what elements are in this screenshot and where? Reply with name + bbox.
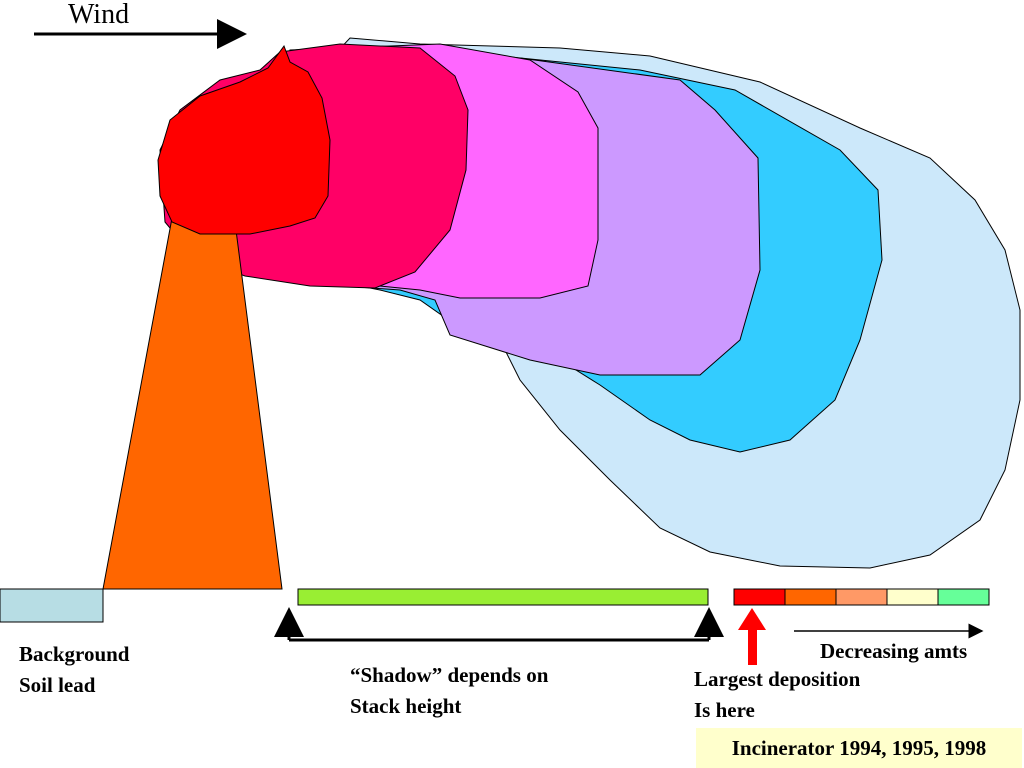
wind-label: Wind: [68, 0, 130, 30]
shadow-label-line-1: “Shadow” depends on: [350, 663, 549, 687]
deposition-scale-segment-2: [784, 588, 837, 606]
plume-core: [157, 44, 331, 235]
deposition-scale-segment-5: [937, 588, 990, 606]
largest-deposition-label-line-1: Largest deposition: [694, 667, 861, 691]
shadow-label-line-2: Stack height: [350, 694, 462, 718]
decreasing-amounts-label: Decreasing amts: [820, 639, 968, 663]
background-soil-label-line-2: Soil lead: [19, 673, 96, 697]
incinerator-caption: Incinerator 1994, 1995, 1998: [696, 728, 1022, 768]
largest-deposition-label-line-2: Is here: [694, 698, 755, 722]
deposition-scale-segment-3: [835, 588, 888, 606]
background-soil-label: Background Soil lead: [19, 639, 130, 701]
shadow-label: “Shadow” depends on Stack height: [350, 660, 548, 722]
deposition-scale-segment-4: [886, 588, 939, 606]
deposition-scale-segment-1: [733, 588, 786, 606]
largest-deposition-label: Largest deposition Is here: [694, 664, 860, 726]
largest-deposition-arrow: [738, 608, 766, 665]
background-soil-label-line-1: Background: [19, 642, 130, 666]
shadow-zone-bar: [297, 588, 709, 606]
background-soil-bar: [0, 588, 104, 623]
